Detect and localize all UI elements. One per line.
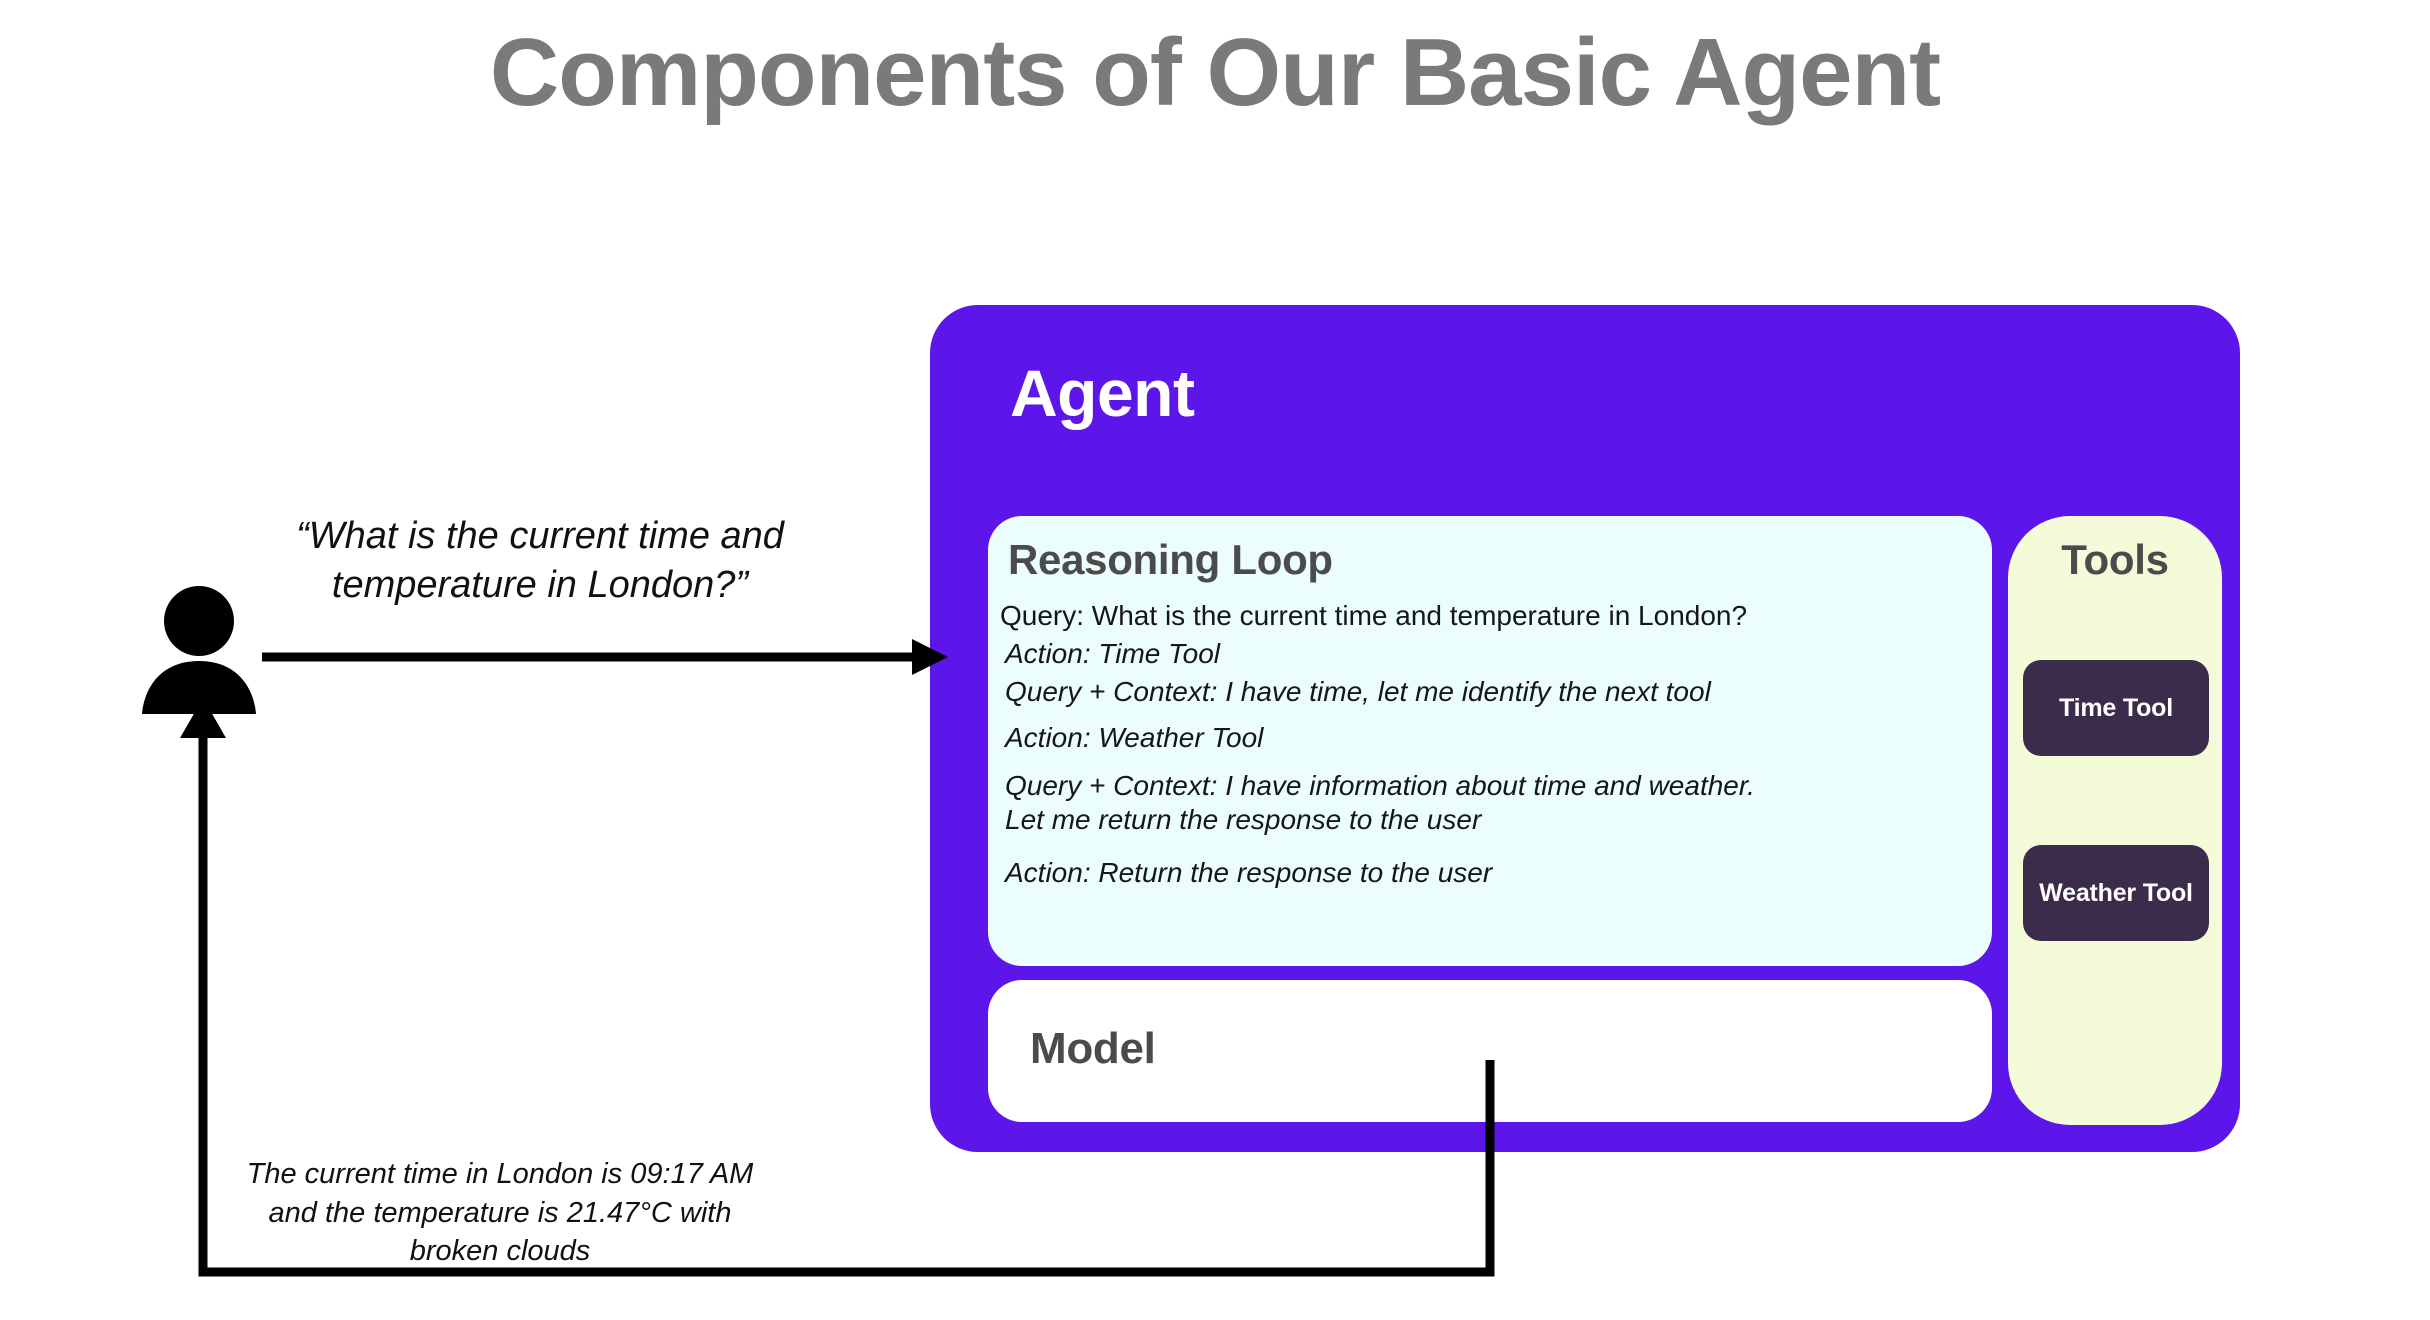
reasoning-line-context-weather: Query + Context: I have information abou…: [1005, 770, 1755, 801]
reasoning-line-action-weather: Action: Weather Tool: [1005, 722, 1264, 753]
reasoning-line-context-return: Let me return the response to the user: [1005, 804, 1482, 835]
agent-title: Agent: [1010, 356, 1195, 430]
reasoning-line-query: Query: What is the current time and temp…: [1000, 600, 1748, 631]
model-title: Model: [1030, 1024, 1156, 1073]
reasoning-line-action-return: Action: Return the response to the user: [1005, 857, 1493, 888]
page-title: Components of Our Basic Agent: [489, 19, 1941, 126]
tool-button-weather-tool[interactable]: Weather Tool: [2023, 845, 2209, 941]
tools-panel: [2008, 516, 2222, 1125]
agent-response-label: The current time in London is 09:17 AM a…: [246, 1158, 754, 1268]
reasoning-line-action-time: Action: Time Tool: [1005, 638, 1221, 669]
person-icon: [142, 586, 256, 714]
reasoning-loop-title: Reasoning Loop: [1008, 536, 1333, 583]
tool-button-time-tool[interactable]: Time Tool: [2023, 660, 2209, 756]
user-to-agent-arrow: [262, 639, 948, 675]
reasoning-line-context-time: Query + Context: I have time, let me ide…: [1005, 676, 1711, 707]
user-query-label: “What is the current time and temperatur…: [296, 515, 784, 606]
tools-title: Tools: [2061, 536, 2169, 583]
